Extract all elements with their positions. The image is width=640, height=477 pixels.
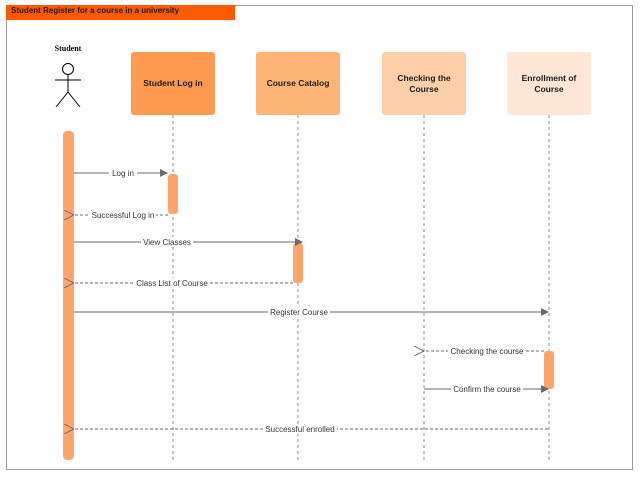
message-label: Class List of Course (136, 279, 208, 288)
message-label-bg (90, 210, 156, 220)
message-label-bg (448, 346, 526, 356)
lifeline-label: Student Log in (143, 78, 203, 89)
activation-bar-enrollment (544, 351, 554, 389)
message-label-bg (134, 278, 210, 288)
title-tab (6, 5, 235, 20)
lifeline-course-catalog[interactable]: Course Catalog (256, 52, 340, 115)
message-label: View Classes (143, 238, 191, 247)
diagram-title: Student Register for a course in a unive… (11, 6, 180, 15)
message-label: Successful Log in (92, 211, 155, 220)
diagram-frame (6, 5, 633, 470)
actor-label: Student (54, 44, 82, 53)
lifeline-label: Enrollment of Course (521, 72, 577, 94)
message-label-bg (268, 307, 330, 317)
message-label: Checking the course (451, 347, 524, 356)
activation-bar-catalog (293, 243, 303, 283)
actor-stick-figure-icon (55, 63, 81, 108)
lifeline-checking-the-course[interactable]: Checking the Course (382, 52, 466, 115)
message-label-bg (141, 237, 193, 247)
message-label: Confirm the course (453, 385, 521, 394)
message-label: Successful enrolled (265, 425, 334, 434)
lifeline-label: Course Catalog (266, 78, 330, 89)
message-label-bg (109, 168, 137, 178)
title-tab-notch (228, 5, 236, 20)
lifeline-label: Checking the Course (397, 72, 451, 94)
message-label-bg (451, 384, 523, 394)
message-label-bg (263, 424, 337, 434)
activation-bar-log-in (168, 174, 178, 214)
lifeline-enrollment-of-course[interactable]: Enrollment of Course (507, 52, 591, 115)
message-label: Log in (112, 169, 134, 178)
activation-bar-student (63, 131, 74, 460)
lifeline-student-log-in[interactable]: Student Log in (131, 52, 215, 115)
message-label: Register Course (270, 308, 328, 317)
